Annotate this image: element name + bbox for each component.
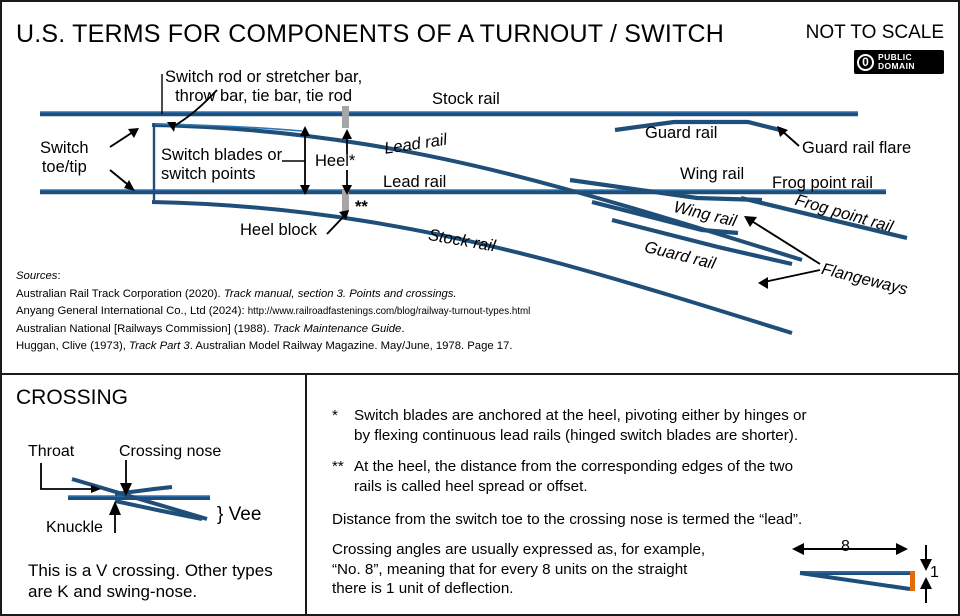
crossing-diagram: [40, 460, 210, 533]
arrow-flangeway-lower: [763, 269, 821, 283]
crossing-rail-diagonal: [71, 477, 208, 521]
ratio-run-label: 8: [841, 538, 850, 555]
source-entry: Huggan, Clive (1973), Track Part 3. Aust…: [16, 340, 513, 352]
source-entry: Australian Rail Track Corporation (2020)…: [16, 287, 457, 300]
public-domain-mark-icon: 0: [857, 53, 874, 71]
label-double-star: **: [355, 198, 368, 216]
rail-guard-lower: [611, 217, 793, 267]
sources-heading: Sources:: [16, 270, 61, 282]
label-throat: Throat: [28, 443, 75, 460]
arrow-flangeway-upper: [749, 219, 821, 265]
label-stock-rail-top: Stock rail: [432, 90, 500, 108]
label-crossing-nose: Crossing nose: [119, 443, 222, 460]
crossing-vee-upper: [114, 485, 173, 496]
panel-divider-horizontal: [2, 373, 958, 375]
ratio-deflection-bar: [910, 571, 915, 591]
rail-wing-lower: [591, 199, 739, 236]
ratio-deflected-rail: [799, 571, 911, 591]
note-body: Distance from the switch toe to the cros…: [332, 511, 803, 528]
note-marker: **: [332, 458, 344, 475]
note-body: Crossing angles are usually expressed as…: [332, 541, 706, 597]
note-marker: *: [332, 407, 338, 424]
ratio-diagram: [792, 543, 932, 603]
note-body: At the heel, the distance from the corre…: [354, 458, 794, 495]
label-knuckle: Knuckle: [46, 519, 103, 536]
panel-divider-vertical: [305, 373, 307, 614]
not-to-scale-label: NOT TO SCALE: [805, 22, 944, 43]
label-vee: } Vee: [217, 504, 262, 525]
ratio-rise-label: 1: [930, 564, 939, 581]
label-switch-blades: Switch blades or switch points: [161, 146, 283, 183]
note-item-doublestar: ** At the heel, the distance from the co…: [332, 457, 912, 496]
arrow-heel-block: [326, 213, 347, 235]
crossing-note: This is a V crossing. Other types are K …: [28, 561, 273, 601]
turnout-diagram: [40, 74, 908, 335]
label-heel: Heel*: [315, 152, 356, 170]
rail-wing-upper: [569, 177, 763, 203]
source-entry: Anyang General International Co., Ltd (2…: [16, 305, 531, 317]
note-item-star: * Switch blades are anchored at the heel…: [332, 406, 912, 445]
label-lead-rail-2: Lead rail: [383, 173, 447, 191]
label-guard-rail-top: Guard rail: [645, 124, 718, 142]
label-wing-rail-top: Wing rail: [680, 165, 745, 183]
rail-frog-point-upper: [740, 195, 908, 241]
arrow-throat: [40, 463, 94, 490]
note-body: Switch blades are anchored at the heel, …: [354, 407, 807, 444]
heel-block-lower: [342, 190, 349, 212]
source-entry: Australian National [Railways Commission…: [16, 322, 405, 335]
label-switch-rod: Switch rod or stretcher bar, throw bar, …: [165, 68, 363, 105]
crossing-vee-lower: [114, 499, 203, 521]
sources-block: Sources: Australian Rail Track Corporati…: [16, 268, 530, 356]
public-domain-text: PUBLIC DOMAIN: [878, 51, 915, 71]
note-item-crossing-angle: Crossing angles are usually expressed as…: [332, 540, 802, 599]
heel-block-upper: [342, 106, 349, 128]
rail-guard-upper: [614, 119, 785, 134]
arrow-switch-rod: [173, 89, 218, 127]
label-heel-block: Heel block: [240, 221, 318, 239]
page-title: U.S. TERMS FOR COMPONENTS OF A TURNOUT /…: [16, 20, 725, 48]
crossing-panel-title: CROSSING: [16, 386, 129, 409]
public-domain-badge: 0 PUBLIC DOMAIN: [854, 50, 944, 74]
note-item-lead: Distance from the switch toe to the cros…: [332, 510, 932, 530]
label-switch-toe: Switch toe/tip: [40, 139, 89, 176]
label-frog-point-rail-top: Frog point rail: [772, 174, 873, 192]
rail-lower-lead: [151, 200, 793, 335]
label-guard-rail-flare: Guard rail flare: [802, 139, 912, 157]
